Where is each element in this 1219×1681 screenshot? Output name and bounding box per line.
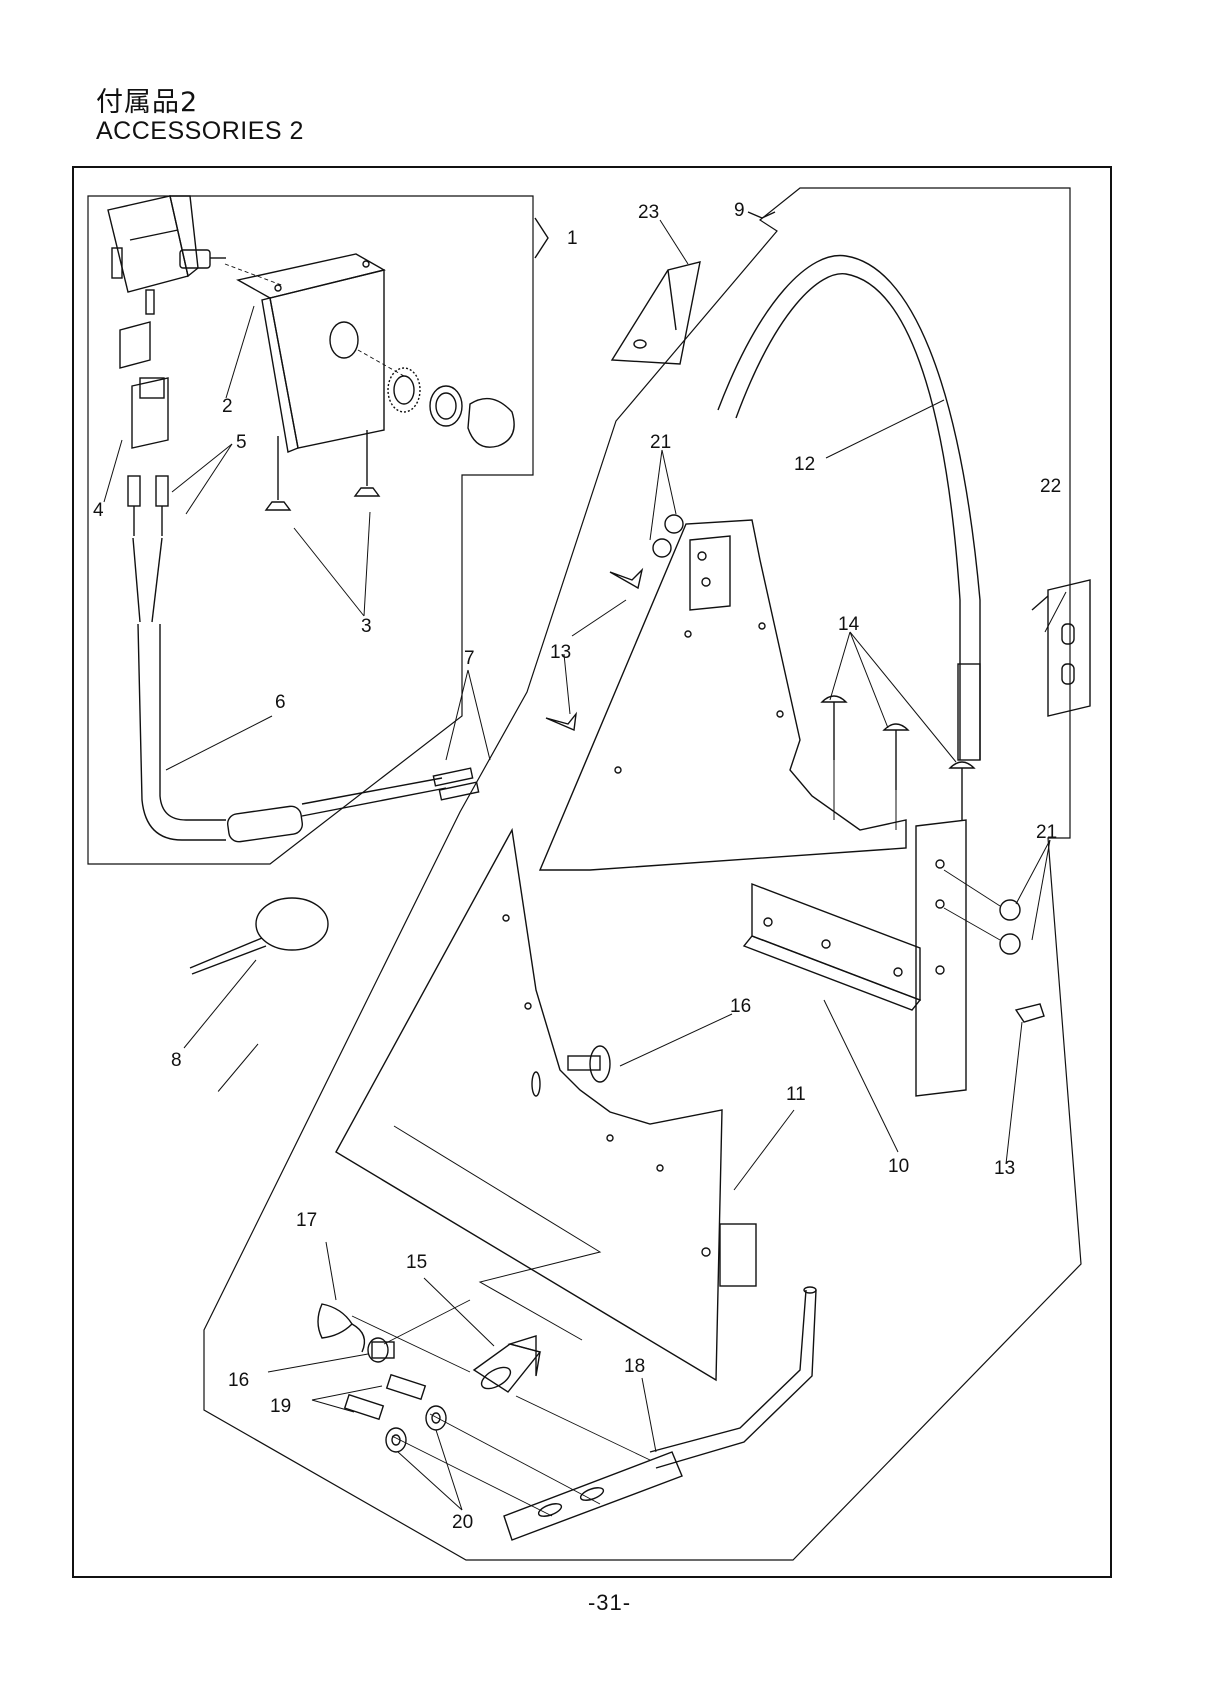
callout-4: 4 xyxy=(93,500,104,521)
alignment-lines xyxy=(352,1300,650,1516)
main-guard-part-9 xyxy=(540,520,966,1096)
cable-part-6 xyxy=(133,538,446,843)
long-screws-part-14 xyxy=(822,696,974,830)
lower-plate-part-11 xyxy=(336,830,756,1380)
callout-12: 12 xyxy=(794,454,815,475)
screws-part-21-right xyxy=(944,870,1020,954)
rod-plate-part-18 xyxy=(504,1287,816,1540)
bar-part-10 xyxy=(744,884,920,1010)
stud-part-16-upper xyxy=(568,1046,610,1082)
wing-nuts-part-13 xyxy=(546,570,1044,1022)
bracket-part-2 xyxy=(238,254,404,452)
callout-14: 14 xyxy=(838,614,860,635)
arc-strip-part-12 xyxy=(718,256,980,760)
callout-10: 10 xyxy=(888,1156,909,1177)
group-9-bracket xyxy=(748,212,775,218)
callout-8: 8 xyxy=(171,1050,182,1071)
callout-3: 3 xyxy=(361,616,372,637)
group-1-bracket xyxy=(535,218,548,258)
callout-5: 5 xyxy=(236,432,247,453)
callout-11: 11 xyxy=(786,1084,806,1105)
callout-6: 6 xyxy=(275,692,286,713)
callout-15: 15 xyxy=(406,1252,427,1273)
switch-part xyxy=(108,196,284,314)
screws-part-19 xyxy=(345,1375,426,1419)
callout-23: 23 xyxy=(638,202,659,223)
callout-7: 7 xyxy=(464,648,475,669)
callout-22: 22 xyxy=(1040,476,1061,497)
connector-part-4 xyxy=(120,322,168,448)
callout-21-right: 21 xyxy=(1036,822,1057,843)
switch-nut-ring-cap xyxy=(388,368,514,447)
page-number: -31- xyxy=(0,1590,1219,1616)
callout-13-right: 13 xyxy=(994,1158,1015,1179)
bracket-part-23 xyxy=(612,262,700,364)
callout-9: 9 xyxy=(734,200,745,221)
callout-16-lower: 16 xyxy=(228,1370,249,1391)
terminals-part-5 xyxy=(128,476,168,536)
callout-13-left: 13 xyxy=(550,642,571,663)
callout-17: 17 xyxy=(296,1210,317,1231)
pin-terminals-part-7 xyxy=(433,768,478,800)
callout-16-upper: 16 xyxy=(730,996,751,1017)
callout-20: 20 xyxy=(452,1512,473,1533)
callout-1: 1 xyxy=(567,228,578,249)
screws-part-3 xyxy=(266,430,379,510)
ring-tie-part-8 xyxy=(190,898,328,974)
stud-part-16-lower xyxy=(368,1338,394,1362)
washers-part-20 xyxy=(386,1406,446,1452)
callout-19: 19 xyxy=(270,1396,291,1417)
callout-2: 2 xyxy=(222,396,233,417)
callout-18: 18 xyxy=(624,1356,645,1377)
callout-21-upper: 21 xyxy=(650,432,671,453)
slotted-bracket-part-15 xyxy=(474,1336,540,1393)
group-1-outline xyxy=(88,196,533,864)
wing-nut-part-17 xyxy=(318,1304,364,1352)
screws-part-21-upper xyxy=(653,515,683,557)
leader-lines xyxy=(104,220,1066,1510)
plate-part-22 xyxy=(1032,580,1090,716)
